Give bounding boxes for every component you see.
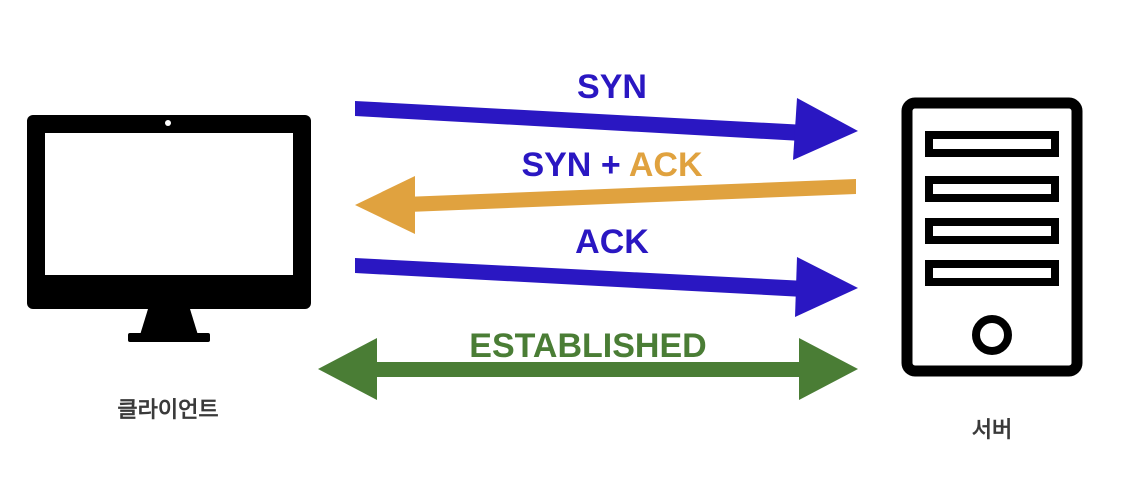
syn-ack-arrow — [355, 176, 856, 234]
syn-label: SYN — [577, 68, 647, 106]
established-arrow — [318, 338, 858, 400]
syn-ack-label: SYN + ACK — [521, 146, 703, 184]
syn-ack-label-syn: SYN — [521, 146, 591, 184]
syn-ack-label-ack: ACK — [629, 146, 703, 184]
syn-ack-label-plus: + — [591, 146, 629, 184]
client-label: 클라이언트 — [117, 398, 218, 423]
server-tower-icon — [901, 97, 1083, 377]
established-label: ESTABLISHED — [469, 327, 706, 365]
server-label: 서버 — [972, 418, 1012, 443]
ack-arrow — [355, 257, 858, 317]
desktop-monitor-icon — [27, 115, 311, 342]
syn-arrow — [355, 98, 858, 160]
ack-label: ACK — [575, 223, 649, 261]
